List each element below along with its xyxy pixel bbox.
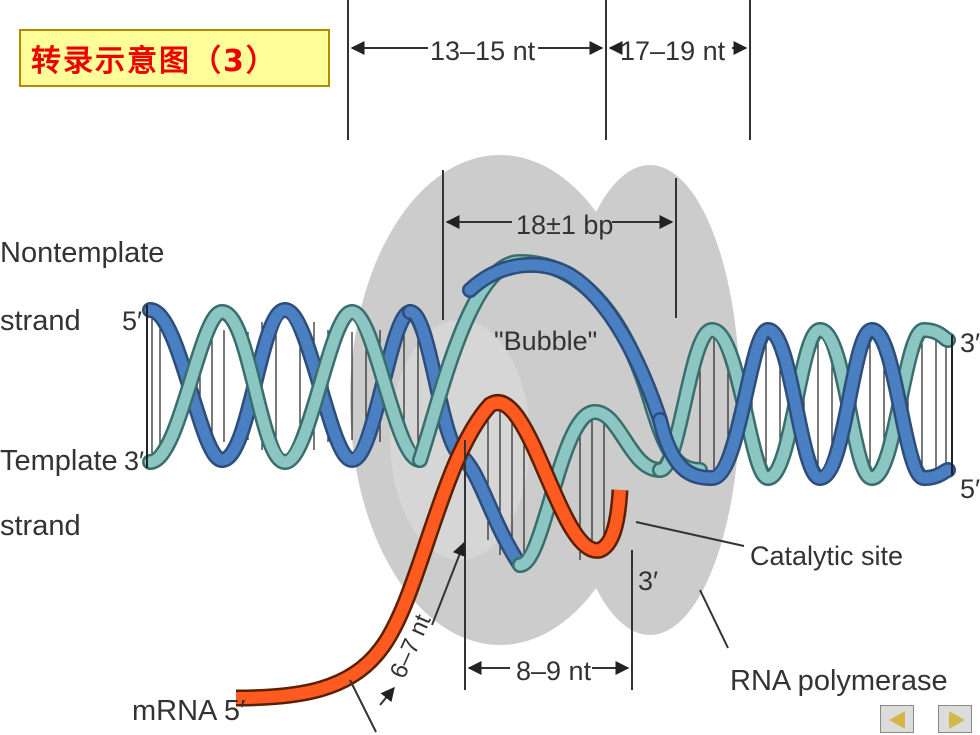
- label-nontemplate: Nontemplate: [0, 237, 164, 269]
- label-17-19-nt: 17–19 nt: [620, 36, 726, 66]
- label-3prime-rna: 3′: [638, 566, 658, 596]
- template-bubble: [512, 403, 668, 573]
- label-catalytic-site: Catalytic site: [750, 541, 903, 571]
- label-8-9-nt: 8–9 nt: [516, 656, 592, 686]
- top-measure: [347, 0, 751, 140]
- page-title: 转录示意图（3）: [19, 29, 330, 87]
- mrna-strand: [235, 394, 629, 707]
- label-18-bp: 18±1 bp: [516, 210, 613, 240]
- triangle-left-icon: [889, 711, 905, 729]
- prev-slide-button[interactable]: [880, 705, 914, 733]
- label-template: Template: [0, 445, 118, 477]
- label-5prime-left: 5′: [122, 306, 142, 336]
- bubble-measure: [442, 170, 677, 320]
- bottom-measure: [349, 440, 745, 733]
- label-bubble: "Bubble": [494, 326, 597, 356]
- label-13-15-nt: 13–15 nt: [430, 36, 536, 66]
- label-3prime-right: 3′: [960, 328, 980, 358]
- strand-end-caps: [146, 305, 953, 475]
- label-5prime-right: 5′: [960, 474, 980, 504]
- label-nontemplate-strand: strand: [0, 305, 81, 337]
- next-slide-button[interactable]: [938, 705, 972, 733]
- label-mrna: mRNA 5′: [132, 695, 245, 727]
- label-rna-polymerase: RNA polymerase: [730, 665, 948, 697]
- dna-helix-right: [652, 321, 956, 487]
- label-3prime-left: 3′: [124, 446, 144, 476]
- triangle-right-icon: [949, 711, 965, 729]
- label-template-strand: strand: [0, 510, 81, 542]
